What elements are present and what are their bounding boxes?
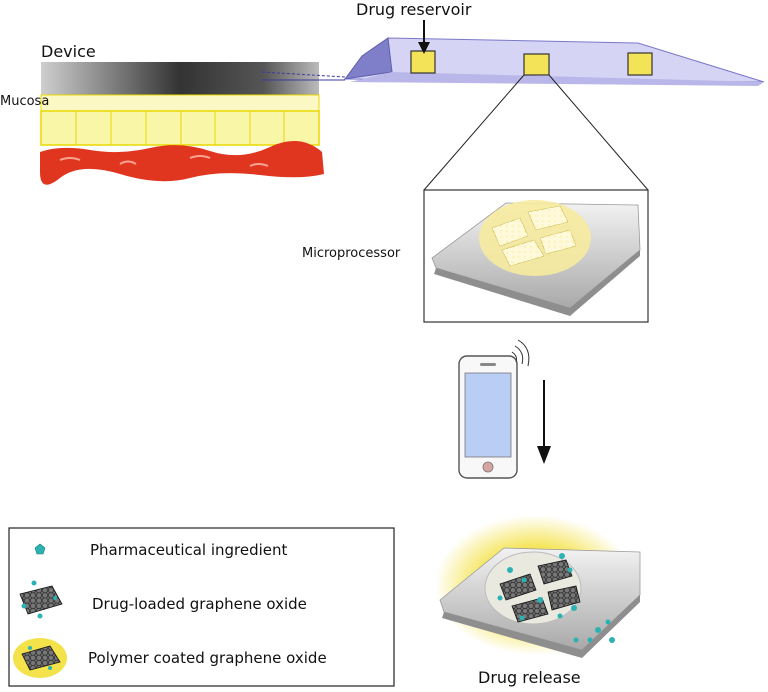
legend: [8, 527, 395, 687]
legend-label-drug-loaded: Drug-loaded graphene oxide: [92, 595, 307, 613]
drug-release-device: [435, 515, 641, 658]
legend-label-polymer-coated: Polymer coated graphene oxide: [88, 649, 327, 667]
device-cross-section: [40, 62, 324, 185]
mucosa-layer: [40, 94, 320, 112]
mucosa-label: Mucosa: [0, 94, 50, 109]
microprocessor-box: [423, 189, 649, 323]
tissue-layer: [40, 141, 324, 185]
reservoir-1: [410, 50, 436, 74]
connector-line: [261, 71, 346, 78]
reservoir-3: [627, 52, 653, 76]
legend-label-pharmaceutical: Pharmaceutical ingredient: [90, 541, 288, 559]
device-label: Device: [41, 42, 96, 61]
coated-graphene-icon: [13, 638, 67, 678]
graphene-sheet-icon: [19, 580, 63, 619]
drug-reservoir-label: Drug reservoir: [356, 0, 472, 19]
device-layer: [41, 62, 319, 95]
microprocessor-label: Microprocessor: [302, 246, 401, 261]
reservoir-2: [523, 53, 550, 76]
arrow-head-icon: [537, 446, 551, 464]
pentagon-icon: [34, 543, 46, 555]
drug-release-label: Drug release: [478, 668, 581, 687]
wireless-signal-icon: [511, 339, 530, 367]
mucosa-cells: [40, 110, 320, 146]
device-3d: [343, 37, 765, 86]
smartphone-icon: [458, 355, 518, 479]
arrow-head-icon: [418, 42, 430, 54]
drug-particles: [497, 553, 615, 643]
zoom-line: [548, 74, 649, 191]
zoom-line: [423, 74, 525, 191]
